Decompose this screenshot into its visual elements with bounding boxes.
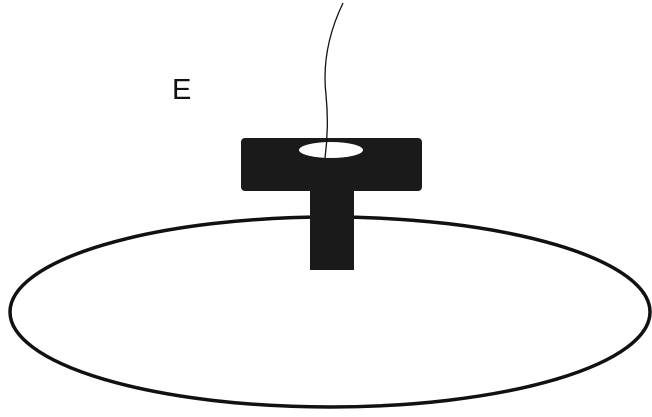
- label-e: E: [172, 76, 191, 105]
- holder-stem: [310, 186, 354, 270]
- hanging-wire: [325, 3, 343, 158]
- holder-hole: [299, 142, 363, 158]
